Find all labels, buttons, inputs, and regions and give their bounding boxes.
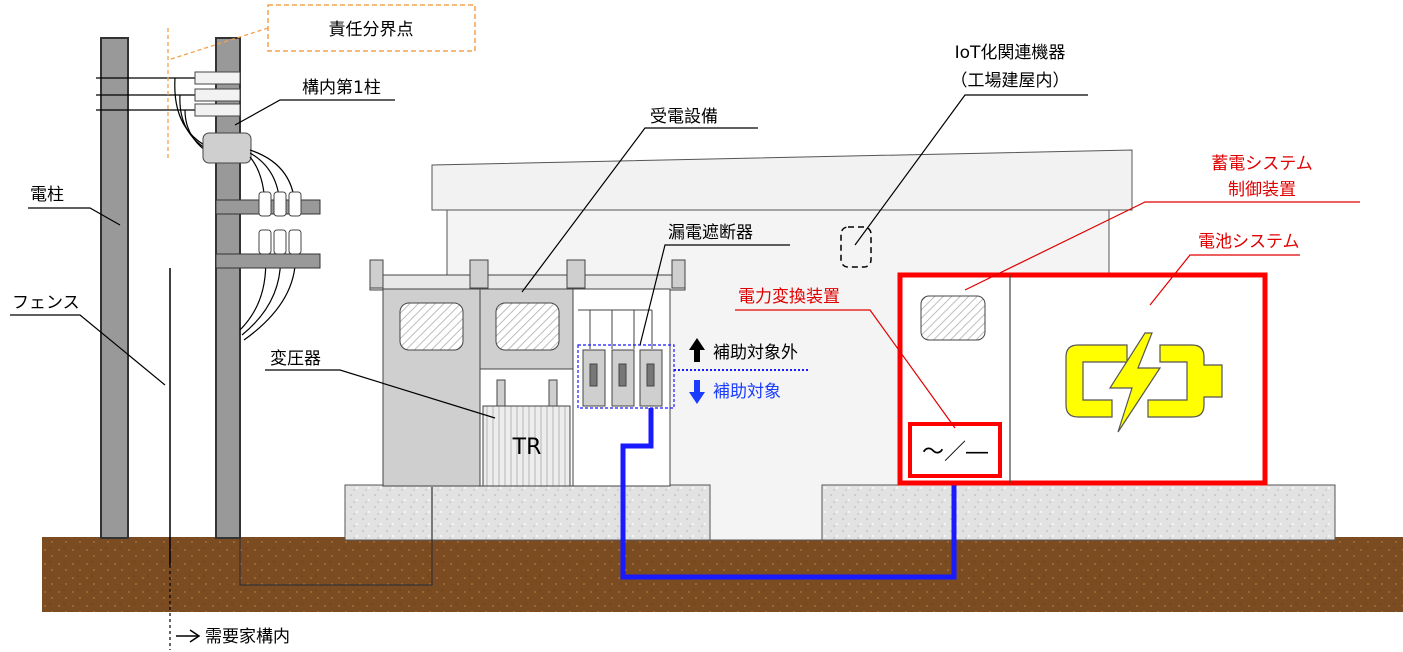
iot-label-line1: IoT化関連機器 bbox=[955, 43, 1066, 63]
insulators bbox=[258, 191, 302, 255]
subsidy-boundary-box bbox=[577, 344, 675, 409]
breaker-section bbox=[578, 309, 663, 407]
breaker-label: 漏電遮断器 bbox=[668, 223, 753, 243]
demarcation-point-label: 責任分界点 bbox=[329, 20, 414, 40]
crossarm-lower bbox=[215, 253, 321, 269]
power-conversion-label: 電力変換装置 bbox=[738, 287, 840, 307]
transformer bbox=[482, 379, 571, 487]
customer-premises-label: 需要家構内 bbox=[205, 627, 290, 647]
utility-pole bbox=[100, 37, 129, 539]
leader-lines-red bbox=[735, 201, 1360, 429]
utility-pole-label: 電柱 bbox=[30, 185, 64, 205]
battery-system-label: 電池システム bbox=[1198, 232, 1300, 252]
up-arrow-icon bbox=[689, 338, 705, 362]
underground-wire bbox=[239, 487, 433, 586]
pole-switch-box bbox=[202, 132, 252, 164]
foundation-right bbox=[821, 484, 1336, 541]
battery-bolt-icon bbox=[1065, 332, 1223, 433]
receiving-equipment bbox=[369, 259, 686, 487]
demarcation-leader bbox=[167, 27, 269, 61]
iot-device bbox=[840, 226, 872, 268]
first-pole-label: 構内第1柱 bbox=[302, 78, 381, 98]
leader-lines bbox=[10, 94, 1088, 419]
not-subsidized-label: 補助対象外 bbox=[713, 343, 798, 363]
demarcation-callout bbox=[267, 4, 476, 52]
storage-control-label-line1: 蓄電システム bbox=[1211, 154, 1313, 174]
subsidized-label: 補助対象 bbox=[713, 382, 781, 402]
down-arrow-icon bbox=[689, 380, 705, 404]
pole-switches bbox=[194, 71, 241, 117]
iot-label-line2: （工場建屋内） bbox=[951, 71, 1070, 91]
right-arrow-icon bbox=[176, 629, 201, 643]
storage-control-label-line2: 制御装置 bbox=[1228, 180, 1296, 200]
transformer-tag: TR bbox=[512, 435, 542, 460]
foundation-left bbox=[344, 484, 711, 541]
receiving-equipment-label: 受電設備 bbox=[650, 107, 718, 127]
transformer-label: 変圧器 bbox=[270, 349, 321, 369]
converter-symbol: ～／― bbox=[922, 440, 988, 465]
fence-label: フェンス bbox=[12, 293, 80, 313]
dc-cable bbox=[620, 408, 957, 580]
first-pole bbox=[215, 37, 241, 539]
